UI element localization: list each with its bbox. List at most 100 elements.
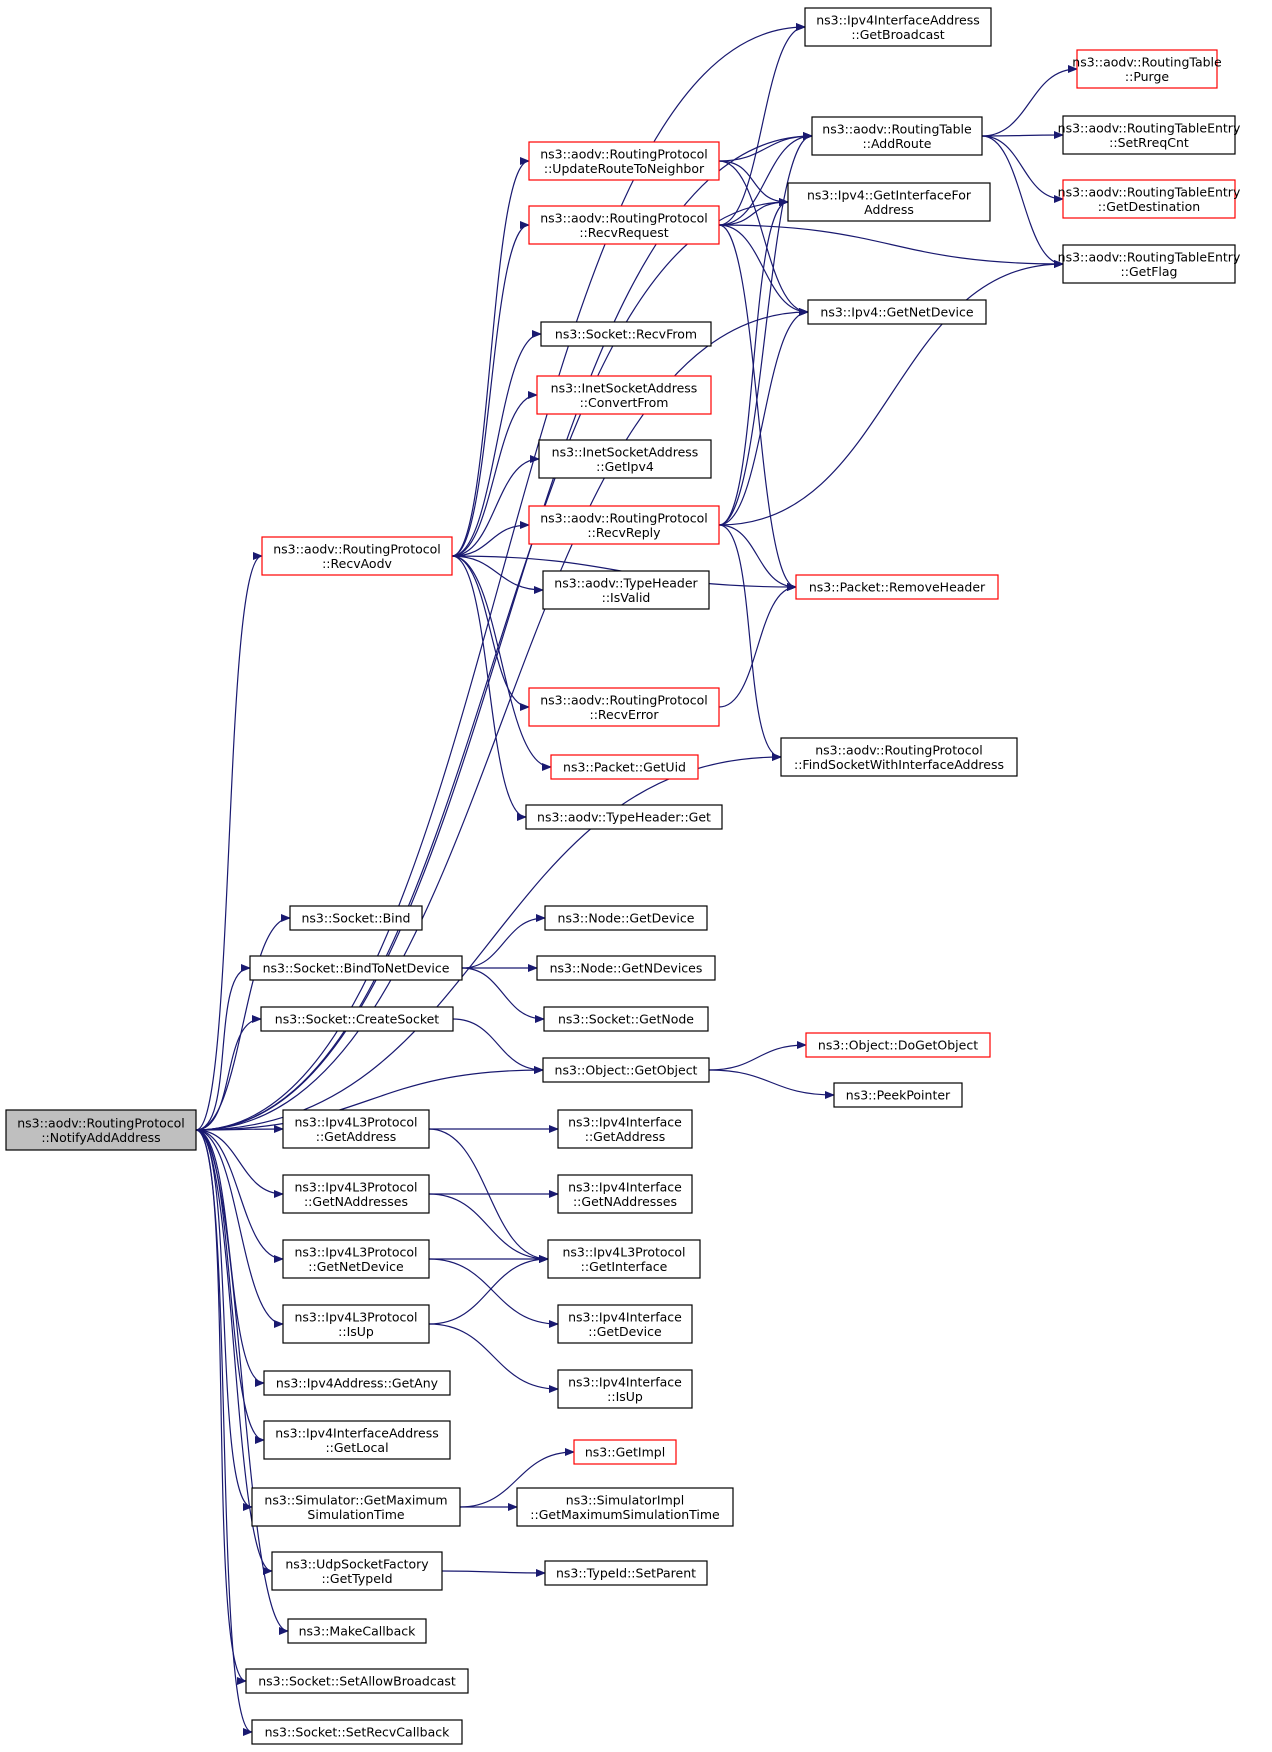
- call-edge-line: [441, 1568, 546, 1577]
- call-edge-line: [195, 1125, 284, 1134]
- function-node-implgetmax[interactable]: ns3::SimulatorImpl::GetMaximumSimulation…: [516, 1487, 734, 1527]
- function-node-recvrequest[interactable]: ns3::aodv::RoutingProtocol::RecvRequest: [528, 205, 720, 245]
- function-node-ifisup[interactable]: ns3::Ipv4Interface::IsUp: [557, 1369, 693, 1409]
- function-node-box: [547, 1239, 701, 1279]
- call-edge-root-to-udpgettypeid: [195, 1129, 273, 1575]
- call-edge-line: [981, 65, 1078, 137]
- function-node-typeget[interactable]: ns3::aodv::TypeHeader::Get: [525, 804, 723, 830]
- function-node-getlocal[interactable]: ns3::Ipv4InterfaceAddress::GetLocal: [263, 1420, 451, 1460]
- call-edge-recvreply-to-addroute: [718, 132, 813, 526]
- function-node-box: [536, 955, 716, 981]
- call-edge-line: [718, 524, 782, 761]
- function-node-createsocket[interactable]: ns3::Socket::CreateSocket: [260, 1006, 454, 1032]
- function-node-l3isup[interactable]: ns3::Ipv4L3Protocol::IsUp: [282, 1304, 430, 1344]
- function-node-getuid[interactable]: ns3::Packet::GetUid: [550, 754, 699, 780]
- call-edge-updateroute-to-getnetdevice_ipv4: [718, 160, 809, 316]
- function-node-box: [263, 1420, 451, 1460]
- call-edge-line: [708, 1041, 807, 1071]
- function-node-recvfrom[interactable]: ns3::Socket::RecvFrom: [540, 321, 712, 347]
- function-node-ifgetdevice[interactable]: ns3::Ipv4Interface::GetDevice: [557, 1304, 693, 1344]
- function-node-setparent[interactable]: ns3::TypeId::SetParent: [544, 1560, 708, 1586]
- call-edge-line: [451, 157, 530, 557]
- function-node-box: [1062, 115, 1236, 155]
- function-node-ifgetnaddresses[interactable]: ns3::Ipv4Interface::GetNAddresses: [557, 1174, 693, 1214]
- function-node-box: [811, 116, 983, 156]
- function-node-box: [528, 687, 720, 727]
- function-node-getobject[interactable]: ns3::Object::GetObject: [542, 1057, 710, 1083]
- function-node-getnetdevice_ipv4[interactable]: ns3::Ipv4::GetNetDevice: [807, 299, 987, 325]
- function-node-box: [540, 321, 712, 347]
- function-node-recvaodv[interactable]: ns3::aodv::RoutingProtocol::RecvAodv: [261, 536, 453, 576]
- function-node-label: ::Purge: [1125, 69, 1170, 84]
- function-node-l3getaddress[interactable]: ns3::Ipv4L3Protocol::GetAddress: [282, 1109, 430, 1149]
- function-node-l3getnetdevice[interactable]: ns3::Ipv4L3Protocol::GetNetDevice: [282, 1239, 430, 1279]
- function-node-udpgettypeid[interactable]: ns3::UdpSocketFactory::GetTypeId: [271, 1551, 443, 1591]
- function-node-box: [5, 1109, 197, 1151]
- call-edge-recvaodv-to-getipv4: [451, 455, 540, 557]
- function-node-peekpointer[interactable]: ns3::PeekPointer: [833, 1082, 963, 1108]
- function-node-recvreply[interactable]: ns3::aodv::RoutingProtocol::RecvReply: [528, 505, 720, 545]
- function-node-ifgetaddress[interactable]: ns3::Ipv4Interface::GetAddress: [557, 1109, 693, 1149]
- call-edge-root-to-getnetdevice_ipv4: [195, 308, 809, 1131]
- call-edge-recvreply-to-getflag: [718, 260, 1064, 526]
- call-edge-recverror-to-removeheader: [718, 583, 797, 708]
- function-node-bindtonetdevice[interactable]: ns3::Socket::BindToNetDevice: [249, 955, 463, 981]
- function-node-root[interactable]: ns3::aodv::RoutingProtocol::NotifyAddAdd…: [5, 1109, 197, 1151]
- function-node-label: ns3::Packet::RemoveHeader: [809, 580, 986, 595]
- call-edge-line: [451, 330, 542, 557]
- function-node-removeheader[interactable]: ns3::Packet::RemoveHeader: [795, 574, 999, 600]
- function-node-findsocket[interactable]: ns3::aodv::RoutingProtocol::FindSocketWi…: [780, 737, 1018, 777]
- function-node-isvalid[interactable]: ns3::aodv::TypeHeader::IsValid: [542, 570, 710, 610]
- call-edge-line: [718, 198, 789, 226]
- function-node-label: ns3::Ipv4::GetNetDevice: [820, 305, 973, 320]
- call-edge-recvaodv-to-convertfrom: [451, 391, 538, 557]
- function-node-getndevices[interactable]: ns3::Node::GetNDevices: [536, 955, 716, 981]
- function-node-setallowbroadcast[interactable]: ns3::Socket::SetAllowBroadcast: [245, 1668, 469, 1694]
- function-node-makecallback[interactable]: ns3::MakeCallback: [287, 1618, 427, 1644]
- call-edge-simgetmax-to-getimpl: [459, 1448, 575, 1508]
- function-node-l3getinterface[interactable]: ns3::Ipv4L3Protocol::GetInterface: [547, 1239, 701, 1279]
- call-edge-l3getnaddresses-to-l3getinterface: [428, 1193, 549, 1263]
- call-edge-line: [195, 552, 263, 1131]
- function-node-label: ns3::InetSocketAddress: [552, 444, 699, 459]
- function-node-bind[interactable]: ns3::Socket::Bind: [289, 905, 423, 931]
- call-edge-root-to-recvaodv: [195, 552, 263, 1131]
- function-node-label: ns3::Ipv4Interface: [568, 1374, 682, 1389]
- call-edge-line: [718, 260, 1064, 526]
- function-node-label: ::FindSocketWithInterfaceAddress: [794, 757, 1004, 772]
- function-node-setrecvcallback[interactable]: ns3::Socket::SetRecvCallback: [251, 1719, 463, 1745]
- function-node-l3getnaddresses[interactable]: ns3::Ipv4L3Protocol::GetNAddresses: [282, 1174, 430, 1214]
- call-edge-bindtonetdevice-to-nodegetdevice: [461, 914, 546, 969]
- function-node-label: ::GetNAddresses: [304, 1194, 408, 1209]
- function-node-box: [249, 955, 463, 981]
- function-node-box: [516, 1487, 734, 1527]
- function-node-label: ::ConvertFrom: [580, 395, 669, 410]
- call-edge-line: [459, 1448, 575, 1508]
- call-edge-line: [718, 132, 813, 526]
- function-node-socketgetnode[interactable]: ns3::Socket::GetNode: [543, 1006, 709, 1032]
- function-node-getany[interactable]: ns3::Ipv4Address::GetAny: [263, 1370, 451, 1396]
- function-node-getimpl[interactable]: ns3::GetImpl: [573, 1439, 677, 1465]
- function-node-addroute[interactable]: ns3::aodv::RoutingTable::AddRoute: [811, 116, 983, 156]
- function-node-label: ns3::InetSocketAddress: [551, 380, 698, 395]
- call-edge-root-to-bind: [195, 914, 291, 1131]
- function-node-getflag[interactable]: ns3::aodv::RoutingTableEntry::GetFlag: [1058, 244, 1241, 284]
- function-node-updateroute[interactable]: ns3::aodv::RoutingProtocol::UpdateRouteT…: [528, 141, 720, 181]
- function-node-convertfrom[interactable]: ns3::InetSocketAddress::ConvertFrom: [536, 375, 712, 415]
- function-node-box: [536, 375, 712, 415]
- function-node-recverror[interactable]: ns3::aodv::RoutingProtocol::RecvError: [528, 687, 720, 727]
- function-node-simgetmax[interactable]: ns3::Simulator::GetMaximumSimulationTime: [251, 1487, 461, 1527]
- call-edge-root-to-bindtonetdevice: [195, 964, 251, 1131]
- function-node-nodegetdevice[interactable]: ns3::Node::GetDevice: [544, 905, 708, 931]
- function-node-getipv4[interactable]: ns3::InetSocketAddress::GetIpv4: [538, 439, 712, 479]
- call-edge-line: [452, 1018, 544, 1074]
- function-node-label: ::RecvReply: [587, 525, 661, 540]
- function-node-getbroadcast[interactable]: ns3::Ipv4InterfaceAddress::GetBroadcast: [804, 7, 992, 47]
- function-node-label: ns3::Ipv4L3Protocol: [294, 1309, 417, 1324]
- function-node-setrreqcnt[interactable]: ns3::aodv::RoutingTableEntry::SetRreqCnt: [1058, 115, 1241, 155]
- function-node-label: ns3::MakeCallback: [299, 1624, 417, 1639]
- function-node-dogetobject[interactable]: ns3::Object::DoGetObject: [805, 1032, 991, 1058]
- function-node-getdestination[interactable]: ns3::aodv::RoutingTableEntry::GetDestina…: [1058, 179, 1241, 219]
- function-node-purge[interactable]: ns3::aodv::RoutingTable::Purge: [1072, 49, 1222, 89]
